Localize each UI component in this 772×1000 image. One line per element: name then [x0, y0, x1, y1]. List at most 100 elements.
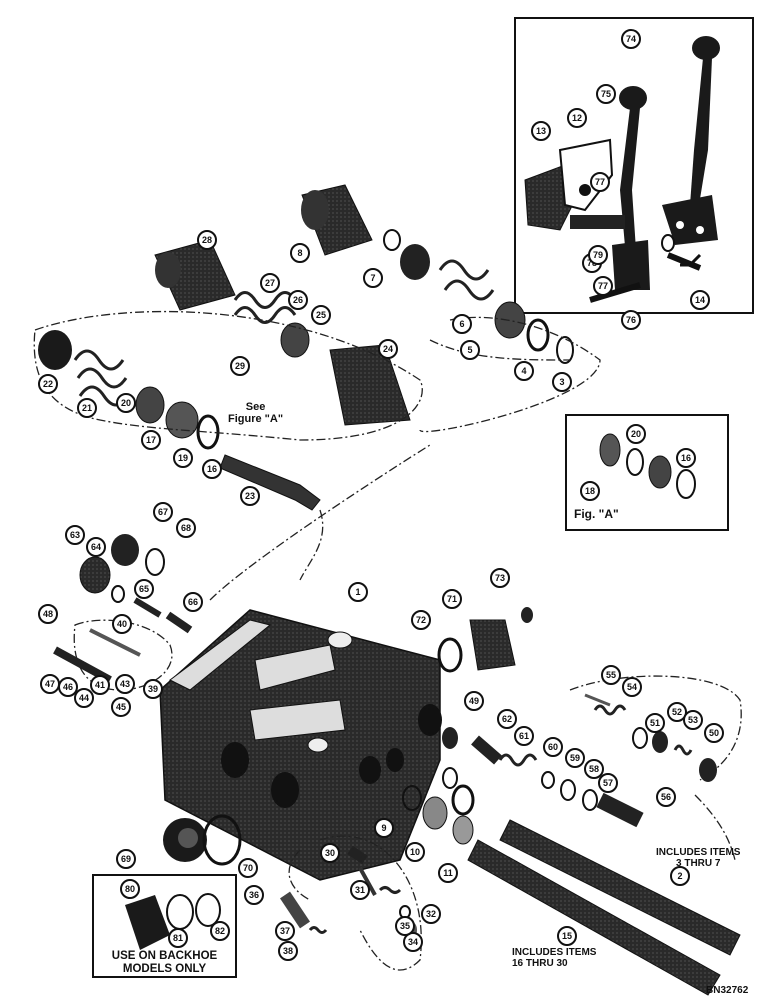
callout-41: 41 — [90, 675, 110, 695]
callout-75: 75 — [596, 84, 616, 104]
callout-6: 6 — [452, 314, 472, 334]
callout-69: 69 — [116, 849, 136, 869]
callout-66: 66 — [183, 592, 203, 612]
callout-13: 13 — [531, 121, 551, 141]
callout-59: 59 — [565, 748, 585, 768]
callout-79: 79 — [588, 245, 608, 265]
callout-73: 73 — [490, 568, 510, 588]
callout-48: 48 — [38, 604, 58, 624]
callout-39: 39 — [143, 679, 163, 699]
callout-36: 36 — [244, 885, 264, 905]
callout-1: 1 — [348, 582, 368, 602]
callout-24: 24 — [378, 339, 398, 359]
callout-35: 35 — [395, 916, 415, 936]
callout-12: 12 — [567, 108, 587, 128]
plug-80-shape — [125, 895, 170, 950]
callout-53: 53 — [683, 710, 703, 730]
callout-20: 20 — [626, 424, 646, 444]
callout-67: 67 — [153, 502, 173, 522]
callout-62: 62 — [497, 709, 517, 729]
callout-38: 38 — [278, 941, 298, 961]
callout-72: 72 — [411, 610, 431, 630]
callout-21: 21 — [77, 398, 97, 418]
includes-16-30-note: INCLUDES ITEMS 16 THRU 30 — [512, 947, 597, 969]
callout-61: 61 — [514, 726, 534, 746]
bolt-14-shape — [666, 252, 702, 271]
callout-40: 40 — [112, 614, 132, 634]
callout-8: 8 — [290, 243, 310, 263]
cap-23-shape — [38, 330, 72, 370]
pin-76-shape — [589, 282, 641, 303]
plug-71-shape — [469, 619, 516, 671]
callout-71: 71 — [442, 589, 462, 609]
drawing-number: BN32762 — [706, 985, 749, 996]
callout-50: 50 — [704, 723, 724, 743]
callout-30: 30 — [320, 843, 340, 863]
callout-31: 31 — [350, 880, 370, 900]
plug-8-shape — [301, 184, 373, 256]
callout-68: 68 — [176, 518, 196, 538]
spool-24-shape — [219, 454, 321, 511]
callout-7: 7 — [363, 268, 383, 288]
callout-32: 32 — [421, 904, 441, 924]
figure-a-title: Fig. "A" — [574, 507, 619, 521]
backhoe-box — [92, 874, 237, 978]
housing-29-shape — [154, 239, 236, 311]
lever-75-shape — [612, 86, 650, 290]
callout-64: 64 — [86, 537, 106, 557]
plunger-25-shape — [329, 344, 411, 426]
callout-11: 11 — [438, 863, 458, 883]
callout-44: 44 — [74, 688, 94, 708]
bracket-12-shape — [558, 138, 614, 212]
callout-55: 55 — [601, 665, 621, 685]
callout-60: 60 — [543, 737, 563, 757]
callout-58: 58 — [584, 759, 604, 779]
callout-65: 65 — [134, 579, 154, 599]
callout-16: 16 — [676, 448, 696, 468]
callout-14: 14 — [690, 290, 710, 310]
callout-63: 63 — [65, 525, 85, 545]
callout-82: 82 — [210, 921, 230, 941]
callout-5: 5 — [460, 340, 480, 360]
callout-47: 47 — [40, 674, 60, 694]
callout-10: 10 — [405, 842, 425, 862]
callout-56: 56 — [656, 787, 676, 807]
callout-80: 80 — [120, 879, 140, 899]
figure-a-box — [565, 414, 729, 531]
callout-20: 20 — [116, 393, 136, 413]
callout-3: 3 — [552, 372, 572, 392]
callout-74: 74 — [621, 29, 641, 49]
callout-81: 81 — [168, 928, 188, 948]
callout-27: 27 — [260, 273, 280, 293]
valve-body-1-shape — [159, 609, 442, 881]
backhoe-note: USE ON BACKHOE MODELS ONLY — [111, 950, 218, 976]
callout-28: 28 — [197, 230, 217, 250]
callout-15: 15 — [557, 926, 577, 946]
callout-52: 52 — [667, 702, 687, 722]
callout-2: 2 — [670, 866, 690, 886]
callout-17: 17 — [141, 430, 161, 450]
callout-51: 51 — [645, 713, 665, 733]
spool-2-shape — [499, 819, 741, 956]
callout-4: 4 — [514, 361, 534, 381]
callout-37: 37 — [275, 921, 295, 941]
callout-29: 29 — [230, 356, 250, 376]
spool-15-shape — [467, 839, 721, 996]
callout-49: 49 — [464, 691, 484, 711]
lever-74-shape — [662, 36, 720, 245]
seat-27-shape — [280, 322, 310, 358]
callout-43: 43 — [115, 674, 135, 694]
callout-16: 16 — [202, 459, 222, 479]
callout-45: 45 — [111, 697, 131, 717]
callout-19: 19 — [173, 448, 193, 468]
callout-9: 9 — [374, 818, 394, 838]
includes-3-7-note: INCLUDES ITEMS 3 THRU 7 — [656, 847, 741, 869]
callout-18: 18 — [580, 481, 600, 501]
callout-34: 34 — [403, 932, 423, 952]
callout-76: 76 — [621, 310, 641, 330]
callout-23: 23 — [240, 486, 260, 506]
callout-70: 70 — [238, 858, 258, 878]
callout-26: 26 — [288, 290, 308, 310]
callout-57: 57 — [598, 773, 618, 793]
